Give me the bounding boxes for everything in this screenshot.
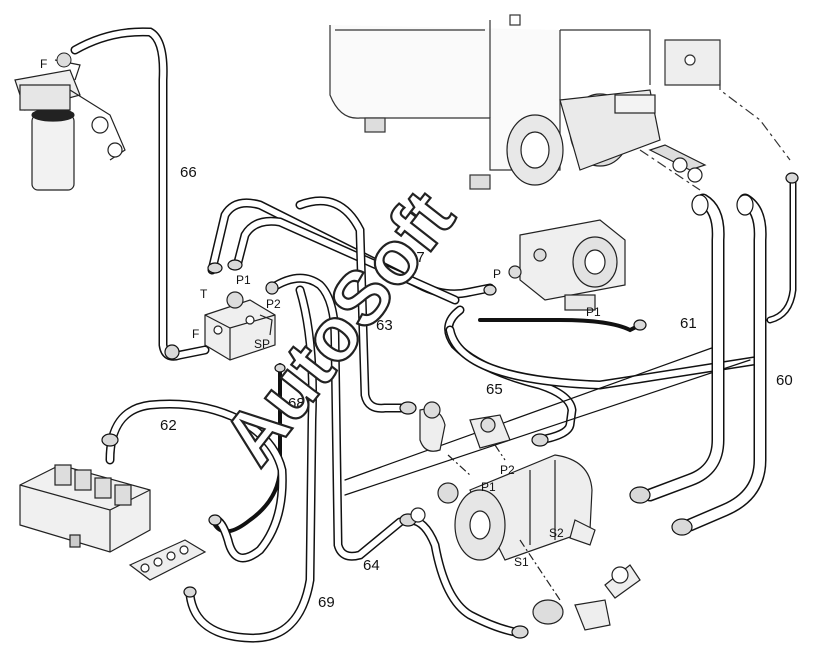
distribution-block xyxy=(128,539,207,581)
hose-fittings xyxy=(101,172,799,639)
hose-61-label: 61 xyxy=(680,315,697,332)
main-pump xyxy=(410,401,641,631)
hose-63-label: 63 xyxy=(376,317,393,334)
hose-64 xyxy=(405,515,520,637)
hose-60 xyxy=(683,176,797,532)
block-port-f-label: F xyxy=(192,327,199,341)
pump-port-p1-label: P1 xyxy=(481,480,496,494)
hose-62 xyxy=(105,399,287,563)
hose-66-label: 66 xyxy=(180,164,197,181)
hydraulic-tank xyxy=(329,14,791,191)
control-valve xyxy=(508,219,626,311)
block-port-p1-label: P1 xyxy=(236,273,251,287)
hose-68-label: 68 xyxy=(288,395,305,412)
filter-f-fitting xyxy=(56,52,72,68)
hose-60-label: 60 xyxy=(776,372,793,389)
valve-port-p1-label: P1 xyxy=(586,305,601,319)
return-filter xyxy=(14,59,126,191)
valve-block xyxy=(204,291,276,361)
valve-manifold xyxy=(19,464,151,553)
block-port-sp-label: SP xyxy=(254,337,270,351)
hose-67-label: 67 xyxy=(408,249,425,266)
return-hoses-background xyxy=(344,325,765,496)
pump-port-s1-label: S1 xyxy=(514,555,529,569)
hose-61 xyxy=(643,193,725,502)
block-port-t-label: T xyxy=(200,287,208,301)
pump-port-s2-label: S2 xyxy=(549,526,564,540)
block-port-p2-label: P2 xyxy=(266,297,281,311)
filter-port-f-label: F xyxy=(40,57,47,71)
hose-69-label: 69 xyxy=(318,594,335,611)
hose-68 xyxy=(267,273,405,561)
hose-66 xyxy=(70,27,210,361)
hose-65-label: 65 xyxy=(486,381,503,398)
valve-port-p-label: P xyxy=(493,267,501,281)
hose-64-label: 64 xyxy=(363,557,380,574)
hose-63 xyxy=(295,196,410,413)
hose-67 xyxy=(207,198,495,305)
tank-gear-pump xyxy=(506,89,707,186)
pump-port-p2-label: P2 xyxy=(500,463,515,477)
hose-62-label: 62 xyxy=(160,417,177,434)
